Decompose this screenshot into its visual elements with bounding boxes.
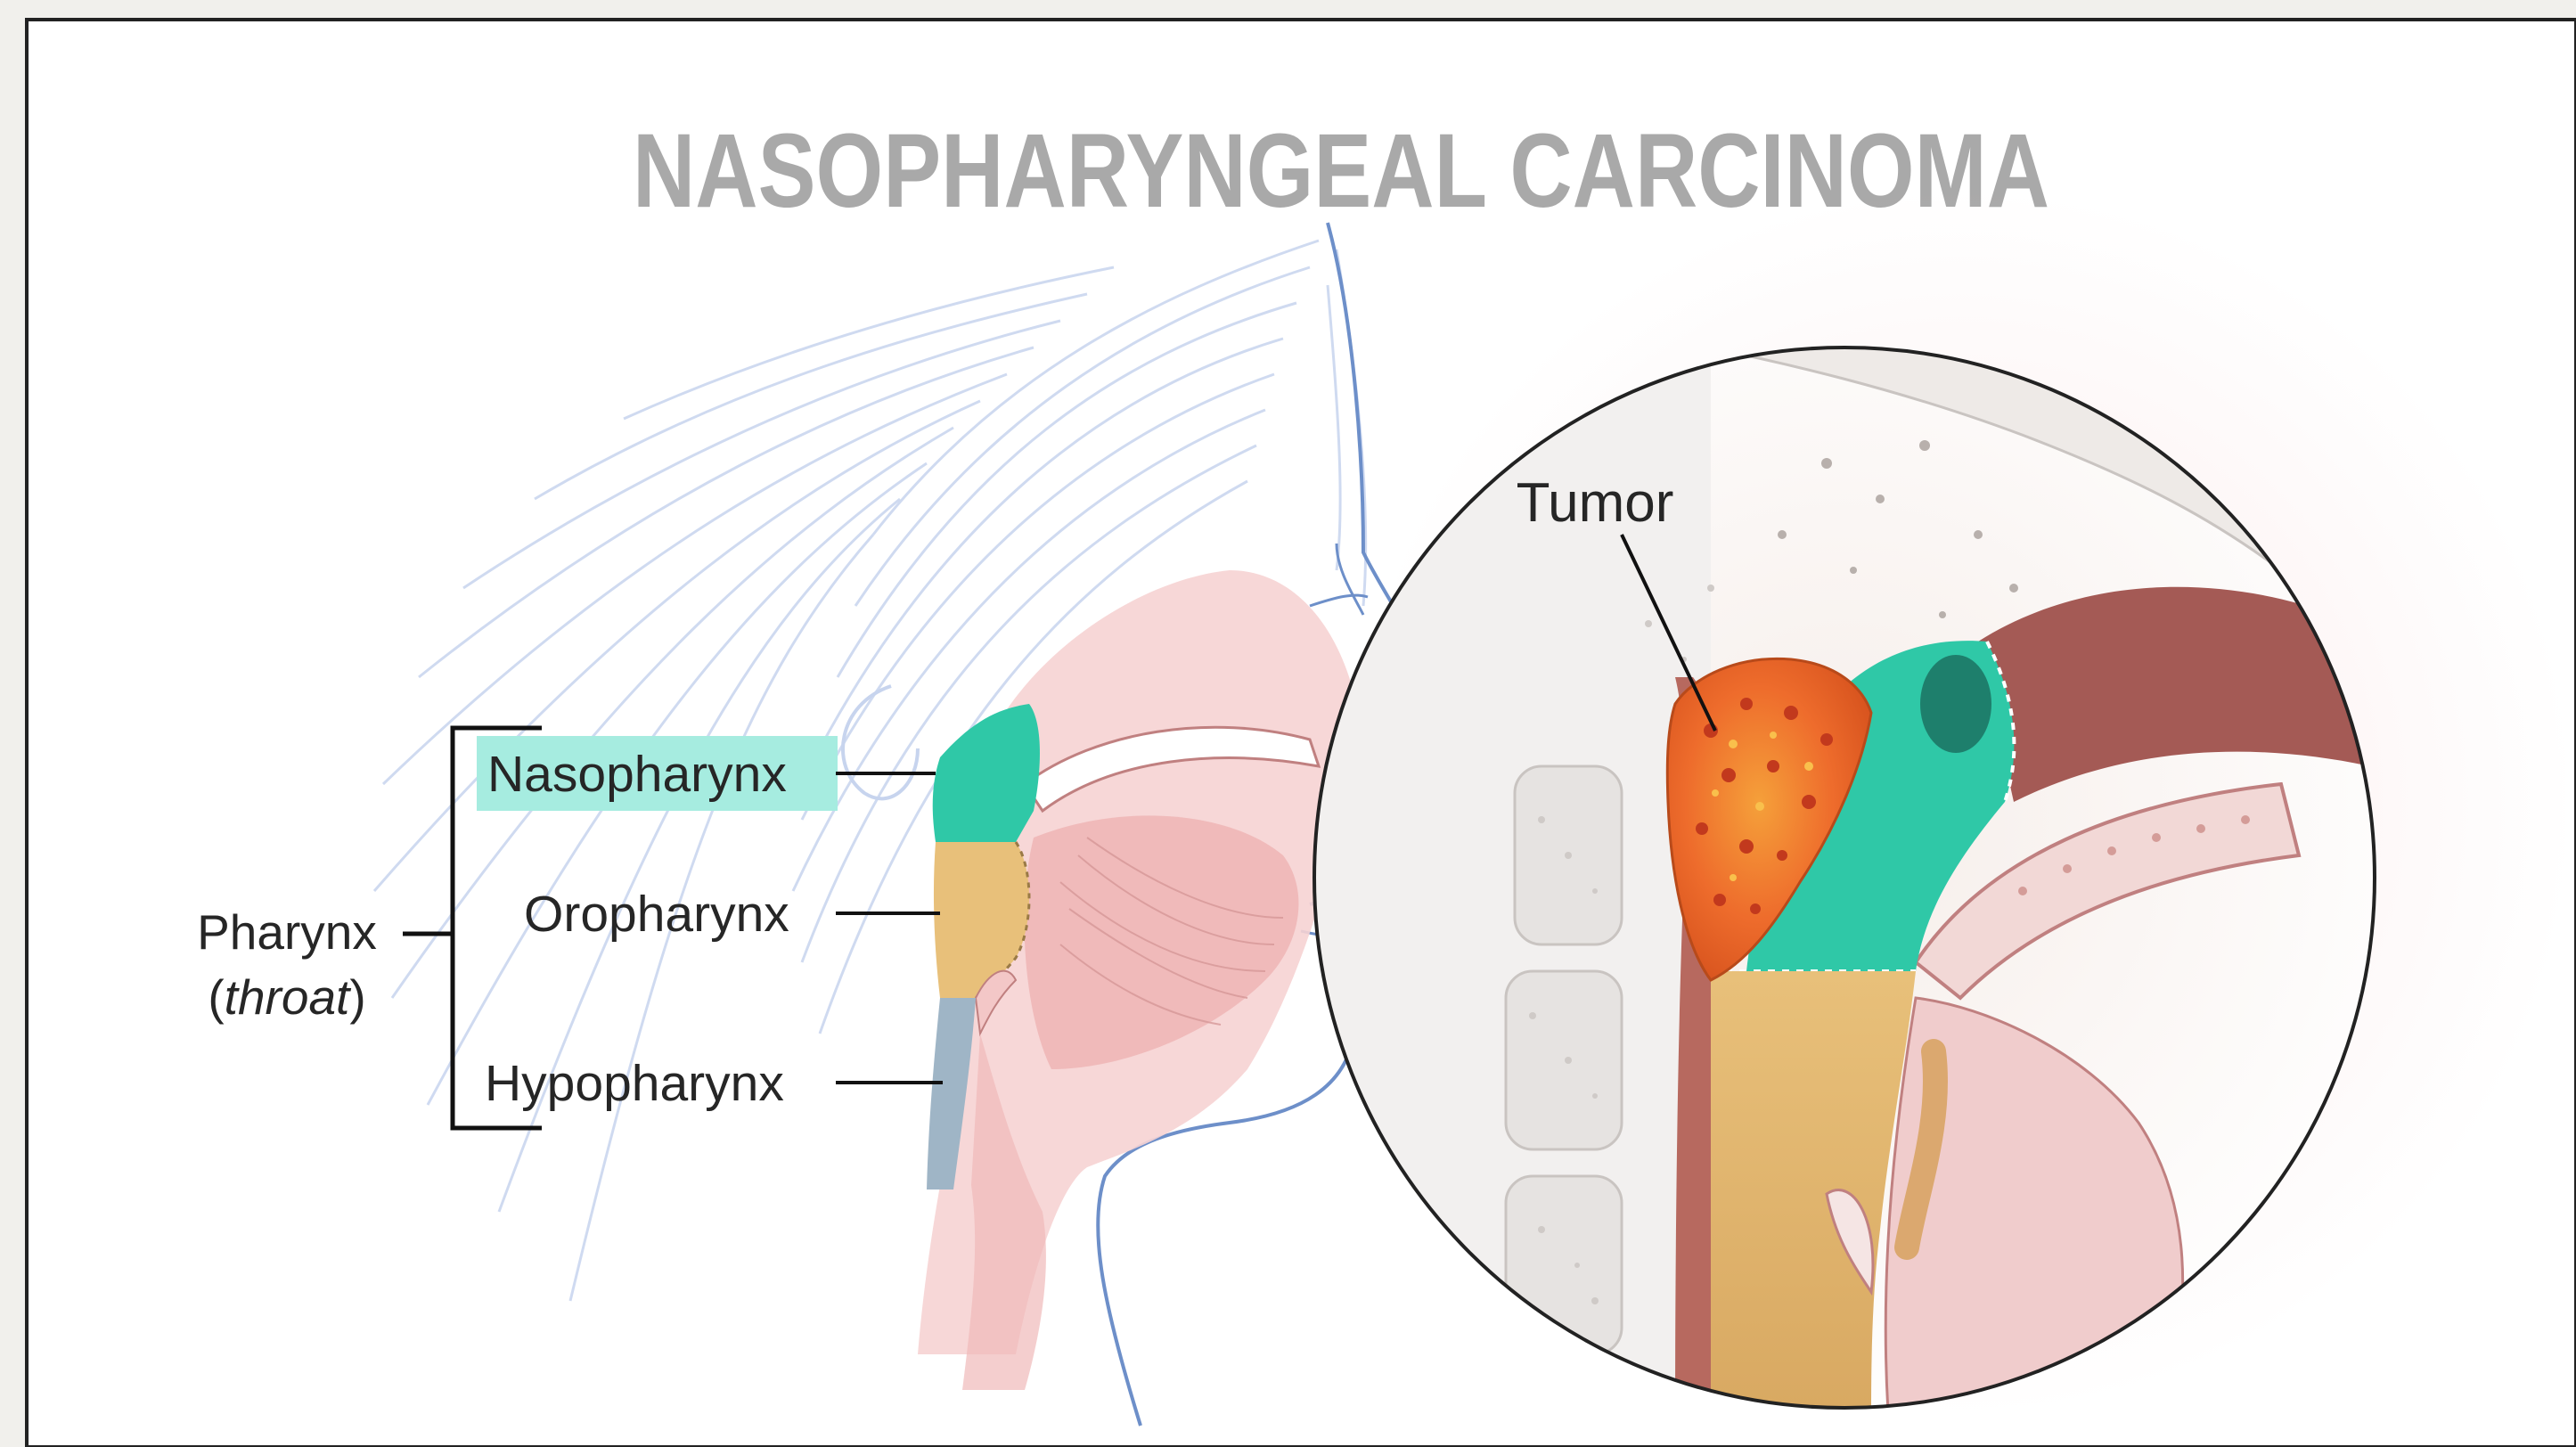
pharynx-label: Pharynx (197, 904, 377, 960)
hypopharynx-label: Hypopharynx (485, 1055, 784, 1112)
tumor-label: Tumor (1517, 472, 1674, 534)
vertebrae (1506, 766, 1622, 1354)
throat-label: (throat) (208, 969, 365, 1025)
nasopharynx-label: Nasopharynx (487, 746, 787, 803)
oropharynx-label: Oropharynx (524, 886, 789, 943)
eustachian-opening (1920, 655, 1991, 753)
throat-word: throat (225, 969, 352, 1025)
